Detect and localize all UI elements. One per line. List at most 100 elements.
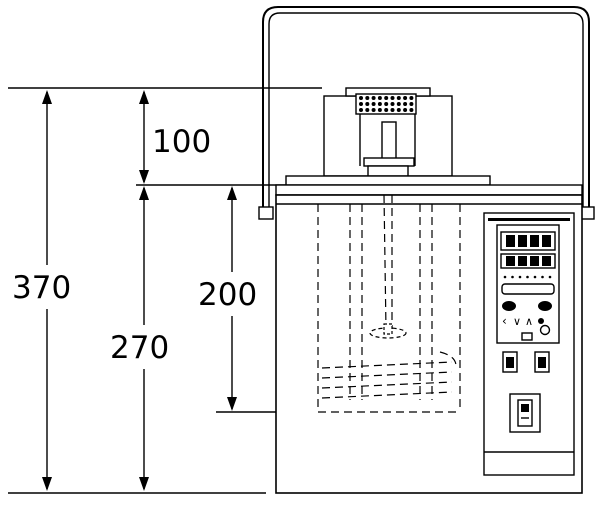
power-switch[interactable] bbox=[517, 399, 533, 427]
reset-button[interactable] bbox=[539, 324, 551, 336]
down-arrow-icon[interactable]: ∨ bbox=[513, 315, 521, 328]
vent-hole bbox=[390, 96, 395, 100]
connector-port bbox=[521, 332, 533, 341]
indicator-led bbox=[511, 275, 514, 279]
vent-hole bbox=[396, 108, 401, 112]
vent-hole bbox=[409, 102, 414, 106]
vent-hole bbox=[359, 108, 363, 112]
stirrer-propeller bbox=[369, 323, 407, 339]
switch-left-rocker bbox=[506, 357, 514, 368]
label-mask bbox=[105, 325, 175, 369]
dimension-label-270: 270 bbox=[110, 330, 169, 366]
shaft-coupler bbox=[381, 121, 397, 161]
vent-hole bbox=[384, 108, 389, 112]
lid-top bbox=[285, 175, 491, 186]
vent-hole bbox=[409, 96, 414, 100]
dimension-label-370: 370 bbox=[12, 270, 71, 306]
arrow-up-icon bbox=[227, 186, 237, 200]
coil-line bbox=[321, 381, 453, 389]
arrow-up-icon bbox=[139, 186, 149, 200]
vent-hole bbox=[371, 108, 376, 112]
vent-hole bbox=[403, 96, 408, 100]
indicator-led bbox=[526, 275, 529, 279]
sv-digit bbox=[542, 256, 551, 266]
coil-line bbox=[321, 391, 453, 399]
coil-line bbox=[321, 371, 453, 379]
indicator-led bbox=[541, 275, 544, 279]
pv-display-digits bbox=[506, 235, 551, 247]
vent-hole bbox=[371, 96, 376, 100]
vent-hole bbox=[377, 102, 382, 106]
vent-hole bbox=[390, 108, 395, 112]
coil-line bbox=[321, 361, 453, 369]
vent-hole bbox=[377, 96, 382, 100]
arrow-down-icon bbox=[42, 477, 52, 491]
label-mask bbox=[196, 272, 262, 316]
lid-rim bbox=[275, 184, 583, 196]
arrow-down-icon bbox=[227, 397, 237, 411]
arrow-down-icon bbox=[139, 170, 149, 184]
hidden-internals bbox=[317, 194, 461, 413]
vent-hole bbox=[365, 96, 370, 100]
label-mask bbox=[150, 120, 212, 160]
sv-display-digits bbox=[506, 256, 551, 266]
power-switch-toggle bbox=[521, 404, 529, 412]
propeller-hub bbox=[383, 323, 393, 335]
motor-base bbox=[363, 157, 415, 167]
dimension-label-200: 200 bbox=[198, 277, 257, 313]
vent-hole bbox=[359, 102, 363, 106]
vent-hole bbox=[403, 102, 408, 106]
vent-hole bbox=[396, 102, 401, 106]
up-arrow-icon[interactable]: ∧ bbox=[525, 315, 533, 328]
left-arrow-icon[interactable]: ‹ bbox=[502, 314, 507, 328]
indicator-led bbox=[503, 275, 507, 279]
sv-digit bbox=[506, 256, 515, 266]
pv-digit bbox=[506, 235, 515, 247]
handle-pivot-left bbox=[258, 206, 274, 220]
lid-plate bbox=[275, 175, 583, 196]
arrow-up-icon bbox=[42, 90, 52, 104]
pv-digit bbox=[518, 235, 527, 247]
arrow-down-icon bbox=[139, 477, 149, 491]
indicator-leds bbox=[503, 275, 552, 279]
dimension-270: 270 bbox=[105, 184, 300, 491]
indicator-led bbox=[518, 275, 522, 279]
dimension-100: 100 bbox=[139, 90, 212, 184]
stirrer-shaft bbox=[383, 194, 387, 331]
switch-right-rocker bbox=[538, 357, 546, 368]
vent-hole bbox=[384, 102, 389, 106]
vent-hole bbox=[377, 108, 382, 112]
vent-holes bbox=[359, 96, 414, 112]
mode-button[interactable] bbox=[502, 301, 516, 311]
pv-digit bbox=[530, 235, 539, 247]
dimension-370: 370 bbox=[6, 87, 322, 494]
sv-digit bbox=[518, 256, 527, 266]
motor-mount bbox=[367, 165, 409, 177]
sv-digit bbox=[530, 256, 539, 266]
set-button[interactable] bbox=[538, 301, 552, 311]
label-mask bbox=[6, 265, 76, 309]
dimension-200: 200 bbox=[196, 186, 318, 413]
indicator-led bbox=[533, 275, 537, 279]
vent-hole bbox=[365, 108, 370, 112]
dimension-label-100: 100 bbox=[152, 124, 211, 160]
arrow-up-icon bbox=[139, 90, 149, 104]
coil-bend bbox=[439, 351, 457, 367]
vent-hole bbox=[403, 108, 408, 112]
status-strip bbox=[501, 283, 555, 295]
enter-button[interactable] bbox=[538, 318, 544, 324]
pv-digit bbox=[542, 235, 551, 247]
stirrer-head bbox=[323, 87, 453, 177]
vent-hole bbox=[359, 96, 363, 100]
vent-hole bbox=[396, 96, 401, 100]
vent-hole bbox=[384, 96, 389, 100]
vent-hole bbox=[365, 102, 370, 106]
vent-hole bbox=[371, 102, 376, 106]
indicator-led bbox=[548, 275, 552, 279]
vent-hole bbox=[409, 108, 414, 112]
carry-handle bbox=[258, 6, 595, 220]
vent-hole bbox=[390, 102, 395, 106]
panel-header-bar bbox=[488, 218, 570, 221]
